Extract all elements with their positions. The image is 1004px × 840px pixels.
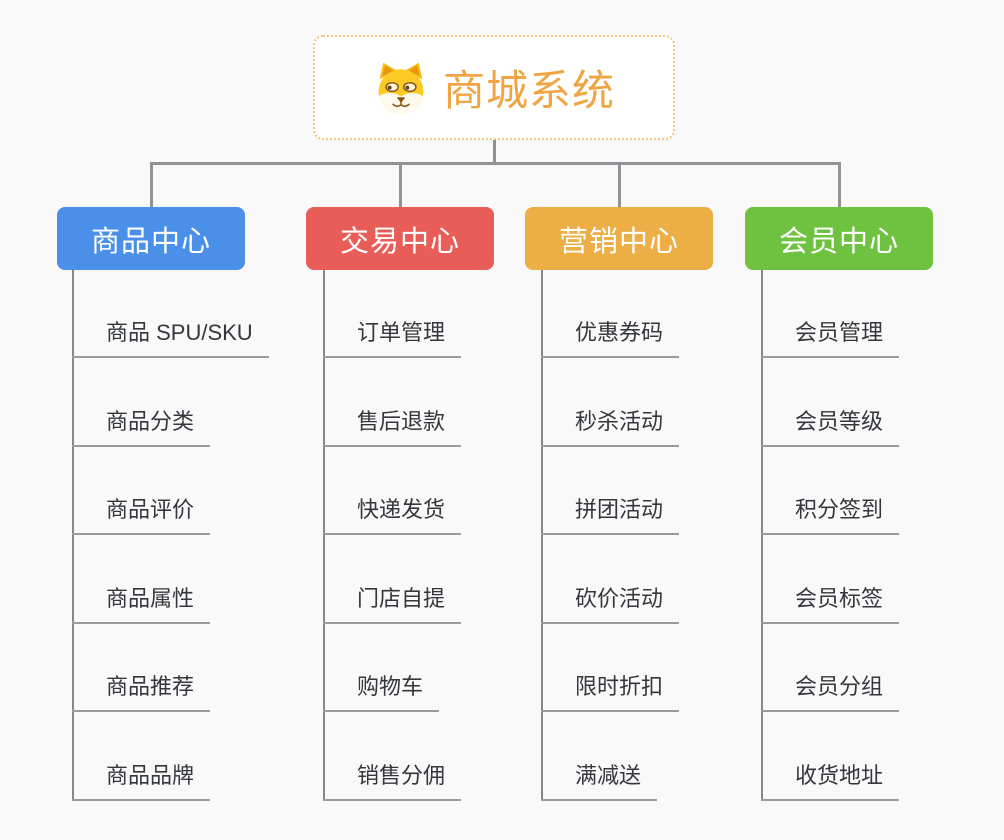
connector-line	[617, 162, 621, 208]
leaf-node[interactable]: 会员等级	[761, 407, 900, 447]
leaf-node[interactable]: 积分签到	[761, 495, 900, 535]
leaf-node[interactable]: 收货地址	[761, 761, 900, 801]
branch-node-1[interactable]: 商品中心	[57, 207, 245, 270]
leaf-node[interactable]: 商品评价	[72, 495, 211, 535]
leaf-node[interactable]: 拼团活动	[541, 495, 680, 535]
leaf-node[interactable]: 售后退款	[323, 407, 462, 447]
leaf-node[interactable]: 商品品牌	[72, 761, 211, 801]
leaf-node[interactable]: 秒杀活动	[541, 407, 680, 447]
leaf-node[interactable]: 优惠券码	[541, 318, 680, 358]
leaf-node[interactable]: 订单管理	[323, 318, 462, 358]
leaf-node[interactable]: 商品分类	[72, 407, 211, 447]
branch-node-3[interactable]: 营销中心	[525, 207, 713, 270]
leaf-node[interactable]: 砍价活动	[541, 584, 680, 624]
leaf-node[interactable]: 门店自提	[323, 584, 462, 624]
connector-line	[149, 162, 153, 208]
leaf-node[interactable]: 购物车	[323, 672, 440, 712]
leaf-node[interactable]: 满减送	[541, 761, 658, 801]
leaf-node[interactable]: 商品属性	[72, 584, 211, 624]
connector-line	[398, 162, 402, 208]
leaf-node[interactable]: 会员管理	[761, 318, 900, 358]
leaf-node[interactable]: 会员分组	[761, 672, 900, 712]
branch-child-rail	[761, 270, 763, 801]
root-title: 商城系统	[442, 67, 615, 114]
branch-node-4[interactable]: 会员中心	[745, 207, 933, 270]
branch-child-rail	[323, 270, 325, 801]
connector-line	[837, 162, 841, 208]
leaf-node[interactable]: 商品 SPU/SKU	[72, 318, 269, 358]
leaf-node[interactable]: 销售分佣	[323, 761, 462, 801]
branch-child-rail	[72, 270, 74, 801]
leaf-node[interactable]: 会员标签	[761, 584, 900, 624]
connector-line	[149, 162, 841, 165]
leaf-node[interactable]: 限时折扣	[541, 672, 680, 712]
leaf-node[interactable]: 快递发货	[323, 495, 462, 535]
root-node-mall-system[interactable]: 商城系统	[313, 35, 675, 140]
branch-child-rail	[541, 270, 543, 801]
branch-node-2[interactable]: 交易中心	[306, 207, 494, 270]
dog-mascot-icon	[378, 62, 424, 114]
leaf-node[interactable]: 商品推荐	[72, 672, 211, 712]
connector-line	[493, 139, 496, 165]
